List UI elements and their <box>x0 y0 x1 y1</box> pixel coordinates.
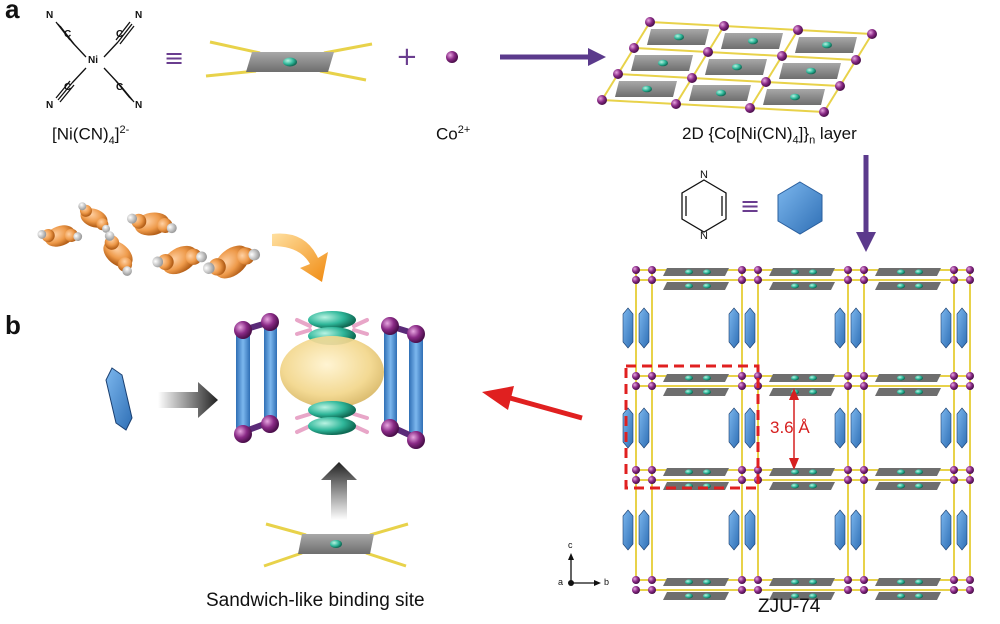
layer-label-sub4: 4 <box>792 134 799 147</box>
equivalence-symbol-pyrazine: ≡ <box>740 192 761 220</box>
atom-c-top-left: C <box>64 29 72 40</box>
atom-c-top-right: C <box>116 29 124 40</box>
layer-label-c: layer <box>815 124 857 143</box>
atom-n-bottom-right: N <box>135 100 143 111</box>
cobalt-label: Co2+ <box>436 124 470 145</box>
curved-arrow-icon <box>272 233 328 282</box>
layer-label-b: ]} <box>798 124 810 143</box>
axis-triad-icon <box>568 553 601 586</box>
pyrazine-pillar-piece <box>105 367 133 431</box>
reaction-arrow-icon <box>500 48 606 66</box>
axis-label-a: a <box>558 577 564 587</box>
block-arrow-left-icon <box>158 382 218 418</box>
panel-label-b: b <box>5 310 21 340</box>
distance-marker <box>789 388 799 470</box>
co-label-base: Co <box>436 124 458 144</box>
ni-complex-label: [Ni(CN)4]2- <box>52 124 129 147</box>
atom-ni: Ni <box>88 55 98 66</box>
ni-label-base: [Ni(CN) <box>52 124 109 144</box>
distance-label: 3.6 Å <box>770 418 810 437</box>
atom-n-bottom-left: N <box>46 100 54 111</box>
cobalt-ion <box>446 51 458 63</box>
ni-label-sup: 2- <box>119 124 130 136</box>
ni-plate-schematic <box>205 40 373 82</box>
binding-region-highlight <box>624 364 760 490</box>
framework-label: ZJU-74 <box>758 596 821 617</box>
binding-site-label: Sandwich-like binding site <box>206 590 425 611</box>
pyrazine-structure <box>681 179 727 233</box>
co-label-sup: 2+ <box>457 124 471 136</box>
down-arrow-icon <box>856 155 876 252</box>
ni-label-close: ] <box>114 124 120 144</box>
atom-n-top-left: N <box>46 10 54 21</box>
atom-c-bottom-left: C <box>64 82 72 93</box>
red-arrow-icon <box>482 386 583 421</box>
pyrazine-n-top: N <box>700 169 708 181</box>
ni-plate-bottom <box>263 522 409 568</box>
pyrazine-hexagon <box>777 181 823 235</box>
atom-n-top-right: N <box>135 10 143 21</box>
atom-c-bottom-right: C <box>116 82 124 93</box>
framework-3d <box>622 266 974 600</box>
ni-label-sub: 4 <box>108 135 115 148</box>
pyrazine-n-bottom: N <box>700 230 708 242</box>
binding-site-model <box>234 311 425 449</box>
layer-label-a: 2D {Co[Ni(CN) <box>682 124 793 143</box>
layer-label-subn: n <box>809 134 816 147</box>
axis-label-b: b <box>604 577 610 587</box>
plus-symbol: + <box>396 42 418 72</box>
ni-cyanide-structure <box>55 21 135 103</box>
panel-label-a: a <box>5 0 20 24</box>
block-arrow-up-icon <box>321 462 357 520</box>
gas-molecules <box>37 202 261 279</box>
layer-2d <box>597 17 877 117</box>
equivalence-symbol: ≡ <box>164 44 185 72</box>
axis-label-c: c <box>568 540 573 550</box>
layer-label: 2D {Co[Ni(CN)4]}n layer <box>682 124 857 146</box>
